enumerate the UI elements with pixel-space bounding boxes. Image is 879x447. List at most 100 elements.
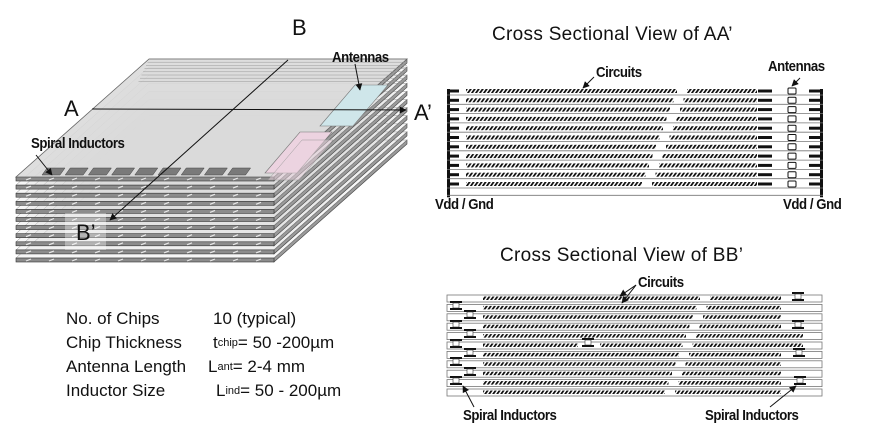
spec-subscript: ant — [217, 361, 233, 373]
inductor-plate — [793, 348, 805, 350]
via-mark — [25, 226, 32, 230]
via-mark — [94, 234, 101, 238]
via-mark — [48, 177, 55, 181]
via-mark — [186, 177, 193, 181]
power-tab — [758, 136, 772, 139]
via-mark — [255, 226, 262, 230]
circuit-block — [675, 390, 781, 394]
spec-row-chips: No. of Chips 10 (typical) — [66, 307, 341, 331]
via-mark — [209, 209, 216, 213]
inductor-plate — [582, 338, 594, 340]
via-mark — [25, 234, 32, 238]
antenna-element — [787, 96, 797, 104]
circuit-block — [483, 296, 700, 300]
via-mark — [25, 242, 32, 246]
power-tab — [758, 98, 772, 102]
via-mark — [186, 201, 193, 205]
spiral-inductor — [794, 293, 802, 300]
circuit-block — [685, 362, 781, 366]
inductor-plate — [582, 345, 594, 347]
via-mark — [48, 250, 55, 254]
power-tab — [809, 98, 821, 102]
via-mark — [25, 193, 32, 197]
via-mark — [117, 193, 124, 197]
label-circuits-aa: Circuits — [596, 64, 642, 81]
via-mark — [71, 193, 78, 197]
via-mark — [209, 177, 216, 181]
power-tab — [758, 89, 772, 93]
via-mark — [255, 209, 262, 213]
label-a-prime: A’ — [414, 100, 432, 125]
power-tab — [447, 145, 459, 149]
via-mark — [94, 250, 101, 254]
via-mark — [140, 193, 147, 197]
via-mark — [163, 234, 170, 238]
via-mark — [25, 185, 32, 189]
via-mark — [140, 226, 147, 230]
label-a: A — [64, 96, 79, 121]
circuits-pointer — [619, 284, 637, 297]
power-tab — [809, 154, 821, 158]
antenna-element — [787, 161, 797, 169]
via-mark — [209, 217, 216, 222]
circuit-block — [680, 107, 757, 112]
antenna-element — [787, 180, 797, 188]
via-mark — [163, 185, 170, 189]
via-mark — [255, 242, 262, 246]
via-mark — [232, 177, 239, 181]
circuit-block — [466, 144, 656, 149]
power-tab — [447, 117, 459, 121]
inductor-plate — [450, 357, 462, 359]
via-mark — [209, 258, 216, 262]
power-tab — [809, 182, 821, 186]
circuits-pointer — [621, 284, 637, 304]
via-mark — [140, 185, 147, 189]
via-mark — [48, 185, 55, 189]
antenna-pointer — [354, 63, 363, 91]
inductor-plate — [792, 292, 804, 294]
inductor-plate — [450, 308, 462, 310]
circuit-block — [682, 371, 781, 376]
spec-value: = 50 -200µm — [237, 333, 335, 352]
spiral-inductor — [452, 358, 460, 365]
inductor-plate — [450, 376, 462, 378]
antenna-element — [787, 87, 797, 95]
power-tab — [758, 173, 772, 177]
spec-key: Chip Thickness — [66, 333, 182, 352]
section-line-bb — [109, 59, 289, 221]
via-mark — [117, 185, 124, 189]
spiral-inductor — [466, 368, 474, 375]
via-mark — [117, 226, 124, 230]
spiral-inductor — [794, 321, 802, 328]
via-mark — [140, 258, 147, 262]
via-mark — [117, 177, 124, 181]
antenna-element — [787, 171, 797, 179]
circuit-block — [483, 315, 693, 319]
circuit-block — [483, 343, 578, 347]
label-inductors-left: Spiral Inductors — [463, 407, 557, 424]
circuit-block — [696, 334, 803, 338]
circuit-block — [466, 182, 642, 186]
antenna-element — [787, 134, 797, 141]
via-mark — [209, 250, 216, 254]
via-mark — [117, 258, 124, 262]
via-mark — [255, 250, 262, 254]
power-tab — [447, 126, 459, 130]
via-mark — [255, 217, 262, 222]
inductor-plate — [792, 299, 804, 301]
circuit-block — [483, 352, 679, 357]
spec-key: Inductor Size — [66, 381, 166, 400]
spiral-inductor — [466, 349, 474, 356]
label-spiral-inductors-3d: Spiral Inductors — [31, 135, 125, 152]
via-mark — [232, 201, 239, 205]
circuit-block — [483, 305, 697, 310]
spiral-inductor — [64, 167, 89, 176]
spiral-inductor — [111, 167, 136, 176]
inductor-plate — [464, 329, 476, 331]
power-tab — [447, 136, 459, 139]
power-tab — [447, 98, 459, 102]
via-mark — [71, 226, 78, 230]
via-mark — [71, 217, 78, 222]
label-vdd-right: Vdd / Gnd — [783, 196, 842, 213]
